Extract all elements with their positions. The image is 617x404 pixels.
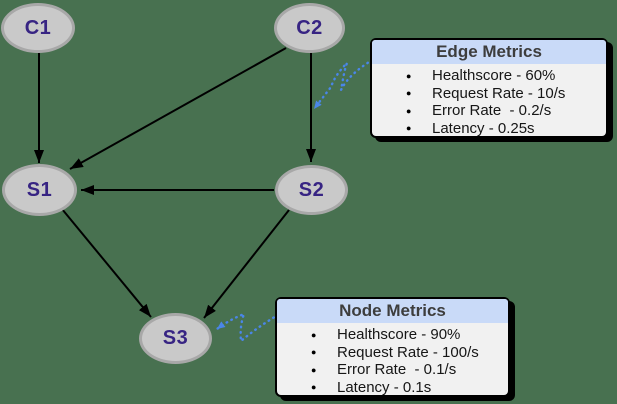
node-s3: S3 (139, 313, 212, 364)
bullet-icon: ● (406, 105, 412, 116)
list-item: ● Latency - 0.25s (372, 120, 606, 138)
edge-c2-s1 (69, 47, 287, 170)
node-c1: C1 (1, 3, 75, 53)
list-item: ● Error Rate - 0.1/s (277, 361, 508, 379)
node-c1-label: C1 (24, 16, 52, 39)
list-item: ● Healthscore - 60% (372, 67, 606, 85)
bullet-icon: ● (311, 364, 317, 375)
bullet-icon: ● (311, 382, 317, 393)
node-s1-label: S1 (26, 178, 53, 201)
bullet-icon: ● (406, 123, 412, 134)
metric-text: Healthscore - 90% (337, 326, 461, 344)
node-metrics-scribble-arrow (215, 310, 285, 343)
node-s2-label: S2 (298, 178, 325, 201)
edge-metrics-scribble-arrow (312, 55, 379, 111)
metric-text: Error Rate - 0.1/s (337, 361, 457, 379)
node-metrics-title: Node Metrics (277, 299, 508, 323)
edge-s2-s3 (203, 209, 290, 319)
bullet-icon: ● (406, 70, 412, 81)
node-s3-label: S3 (162, 327, 189, 349)
metric-text: Request Rate - 10/s (432, 84, 566, 102)
edge-metrics-panel: Edge Metrics ● Healthscore - 60% ● Reque… (370, 38, 608, 138)
bullet-icon: ● (311, 329, 317, 340)
node-metrics-list: ● Healthscore - 90% ● Request Rate - 100… (277, 323, 508, 396)
node-c2-label: C2 (296, 16, 323, 39)
list-item: ● Error Rate - 0.2/s (372, 102, 606, 120)
metric-text: Request Rate - 100/s (337, 343, 479, 361)
node-s1: S1 (2, 164, 77, 216)
bullet-icon: ● (406, 88, 412, 99)
metric-text: Error Rate - 0.2/s (432, 102, 552, 120)
metric-text: Latency - 0.1s (337, 378, 432, 396)
metric-text: Healthscore - 60% (432, 67, 556, 85)
list-item: ● Healthscore - 90% (277, 326, 508, 344)
node-metrics-panel: Node Metrics ● Healthscore - 90% ● Reque… (275, 297, 510, 397)
edge-s1-s3 (61, 208, 152, 318)
node-s2: S2 (275, 165, 348, 215)
metric-text: Latency - 0.25s (432, 119, 535, 137)
node-c2: C2 (274, 3, 345, 53)
list-item: ● Latency - 0.1s (277, 379, 508, 397)
edge-metrics-list: ● Healthscore - 60% ● Request Rate - 10/… (372, 64, 606, 137)
bullet-icon: ● (311, 347, 317, 358)
list-item: ● Request Rate - 100/s (277, 344, 508, 362)
list-item: ● Request Rate - 10/s (372, 85, 606, 103)
edge-metrics-title: Edge Metrics (372, 40, 606, 64)
